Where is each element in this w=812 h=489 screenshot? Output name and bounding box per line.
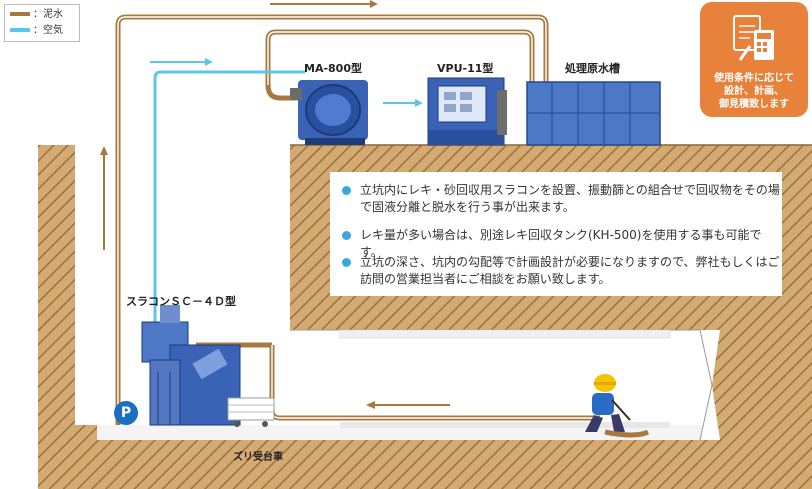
legend-mud-label: ：泥水 (33, 9, 63, 20)
bullet-icon (342, 258, 351, 267)
cart-label: ズリ受台車 (233, 452, 283, 463)
vpu11-label: VPU-11型 (437, 62, 494, 75)
legend-air: ：空気 (10, 24, 63, 38)
badge-text: 使用条件に応じて 設計、計画、 御見積致します (700, 72, 808, 111)
mud-swatch (10, 12, 30, 16)
vpu11-unit (427, 77, 507, 146)
flow-arrows (100, 0, 450, 409)
document-calculator-icon (733, 15, 774, 61)
info-text: 立坑の深さ、坑内の勾配等で計画設計が必要になりますので、弊社もしくはご訪問の営業… (360, 255, 780, 286)
legend-mud: ：泥水 (10, 8, 63, 22)
ma800-unit (290, 80, 368, 145)
ma800-label: MA-800型 (304, 62, 362, 75)
tank-label: 処理原水槽 (565, 62, 620, 75)
bullet-icon (342, 186, 351, 195)
badge-line-3: 御見積致します (719, 99, 789, 110)
process-water-tank (526, 81, 661, 146)
bullet-icon (342, 231, 351, 240)
suracon-label: スラコンＳＣ－４Ｄ型 (126, 295, 236, 308)
worker-figure (585, 374, 650, 438)
quote-badge: 使用条件に応じて 設計、計画、 御見積致します (700, 2, 808, 117)
pipe-legend: ：泥水 ：空気 (4, 4, 80, 42)
badge-line-2: 設計、計画、 (724, 86, 784, 97)
info-box: 立坑内にレキ・砂回収用スラコンを設置、振動篩との組合せで回収物をその場で固液分離… (330, 172, 782, 296)
pump-icon: P (114, 401, 138, 425)
air-pipe (153, 70, 305, 345)
air-swatch (10, 28, 30, 32)
info-text: 立坑内にレキ・砂回収用スラコンを設置、振動篩との組合せで回収物をその場で固液分離… (360, 183, 780, 214)
cart-unit (227, 397, 275, 427)
legend-air-label: ：空気 (33, 25, 63, 36)
badge-line-1: 使用条件に応じて (714, 73, 794, 84)
info-text: レキ量が多い場合は、別途レキ回収タンク(KH-500)を使用する事も可能です。 (360, 228, 762, 259)
